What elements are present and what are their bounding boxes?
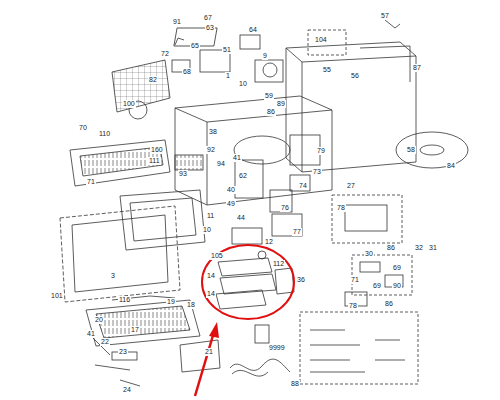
callout-number: 55 — [322, 66, 332, 74]
callout-number: 79 — [316, 147, 326, 155]
callout-number: 51 — [222, 46, 232, 54]
callout-number: 58 — [406, 146, 416, 154]
callout-number: 21 — [204, 348, 214, 356]
callout-number: 1 — [225, 72, 231, 80]
callout-number: 17 — [130, 326, 140, 334]
callout-number: 68 — [182, 68, 192, 76]
callout-number: 91 — [172, 18, 182, 26]
callout-number: 70 — [78, 124, 88, 132]
callout-number: 62 — [238, 172, 248, 180]
callout-number: 9 — [262, 52, 268, 60]
callout-number: 71 — [86, 178, 96, 186]
callout-number: 78 — [336, 204, 346, 212]
callout-number: 104 — [314, 36, 328, 44]
callout-number: 78 — [348, 302, 358, 310]
callout-number: 77 — [292, 228, 302, 236]
callout-number: 59 — [264, 92, 274, 100]
callout-number: 14 — [206, 290, 216, 298]
callout-number: 111 — [148, 157, 161, 165]
callout-number: 116 — [118, 296, 131, 304]
callout-number: 41 — [232, 154, 242, 162]
callout-number: 38 — [208, 128, 218, 136]
callout-number: 36 — [296, 276, 306, 284]
callout-number: 94 — [216, 160, 226, 168]
callout-number: 69 — [392, 264, 402, 272]
callout-number: 49 — [226, 200, 236, 208]
callout-number: 10 — [238, 80, 248, 88]
callout-number: 90 — [392, 282, 402, 290]
callout-number: 20 — [94, 316, 104, 324]
callout-number: 72 — [160, 50, 170, 58]
callout-number: 92 — [206, 146, 216, 154]
callout-number: 160 — [150, 146, 164, 154]
callout-number: 93 — [178, 170, 188, 178]
callout-number: 56 — [350, 72, 360, 80]
callout-number: 86 — [386, 244, 396, 252]
callout-number: 23 — [118, 348, 128, 356]
callout-number: 40 — [226, 186, 236, 194]
callout-number: 22 — [100, 338, 110, 346]
callout-number: 74 — [298, 182, 308, 190]
callout-number: 73 — [312, 168, 322, 176]
callout-number: 19 — [166, 298, 176, 306]
callout-number: 63 — [205, 24, 215, 32]
callout-number: 69 — [372, 282, 382, 290]
callout-number: 88 — [290, 380, 300, 388]
callout-number: 65 — [190, 42, 200, 50]
callout-number: 31 — [428, 244, 438, 252]
callout-number: 44 — [236, 214, 246, 222]
callout-number: 86 — [266, 108, 276, 116]
callout-number: 101 — [50, 292, 64, 300]
callout-number: 105 — [210, 252, 224, 260]
callout-number: 87 — [412, 64, 422, 72]
callout-number: 76 — [280, 204, 290, 212]
callout-number: 82 — [148, 76, 158, 84]
callout-number: 110 — [98, 130, 111, 138]
callout-number: 67 — [203, 14, 213, 22]
callout-number: 57 — [380, 12, 390, 20]
callout-number: 112 — [272, 260, 285, 268]
callout-number: 100 — [122, 100, 136, 108]
callout-number: 41 — [86, 330, 96, 338]
callout-number: 24 — [122, 386, 132, 394]
callout-number: 3 — [110, 272, 116, 280]
callout-number: 10 — [202, 226, 212, 234]
callout-number: 30 — [364, 250, 374, 258]
callout-number: 14 — [206, 272, 216, 280]
callout-number: 27 — [346, 182, 356, 190]
callout-number: 11 — [206, 212, 215, 220]
callout-number: 32 — [414, 244, 424, 252]
callout-number: 12 — [264, 238, 274, 246]
callout-number: 84 — [446, 162, 456, 170]
callout-number: 89 — [276, 100, 286, 108]
callout-number: 64 — [248, 26, 258, 34]
callout-number: 71 — [350, 276, 360, 284]
callout-number: 9999 — [268, 344, 286, 352]
callout-number: 18 — [186, 301, 196, 309]
callout-number: 86 — [384, 300, 394, 308]
